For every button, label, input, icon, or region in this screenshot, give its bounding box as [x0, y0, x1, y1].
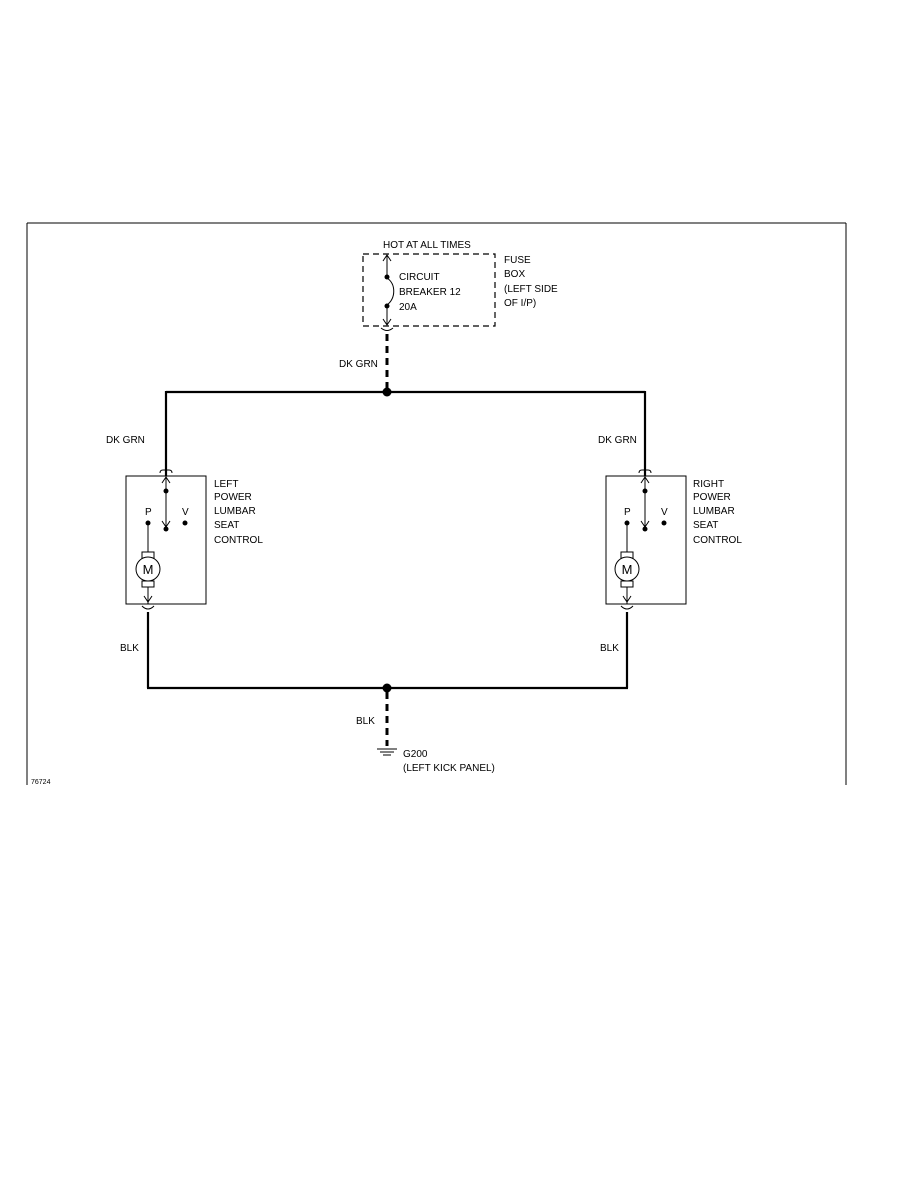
breaker-label-line-3: 20A: [399, 302, 417, 313]
right-motor-label: M: [622, 562, 633, 577]
right-switch-v-label: V: [661, 507, 668, 518]
left-motor-icon: M: [135, 551, 161, 588]
right-lumbar-control: M: [605, 469, 687, 610]
figure-id: 76724: [31, 779, 51, 786]
feed-wire: [380, 327, 394, 391]
diagram-frame: [26, 222, 847, 785]
ground-bus-wire: [146, 612, 629, 746]
left-switch-v-label: V: [182, 507, 189, 518]
fuse-box-label-line-1: FUSE: [504, 255, 531, 266]
left-motor-label: M: [143, 562, 154, 577]
supply-label: HOT AT ALL TIMES: [383, 240, 471, 251]
right-feed-wire-color: DK GRN: [598, 435, 637, 446]
top-splice: [382, 387, 392, 397]
left-control-label-line-5: CONTROL: [214, 535, 263, 546]
ground-name: G200: [403, 749, 428, 760]
left-lumbar-control: M: [125, 469, 207, 610]
right-ground-wire-color: BLK: [600, 643, 619, 654]
breaker-label-line-1: CIRCUIT: [399, 272, 440, 283]
right-control-label-line-5: CONTROL: [693, 535, 742, 546]
ground-wire-color: BLK: [356, 716, 375, 727]
top-bus-wire: [164, 387, 647, 470]
left-feed-wire-color: DK GRN: [106, 435, 145, 446]
fuse-box: CIRCUIT BREAKER 12 20A: [362, 253, 496, 327]
left-control-label-line-3: LUMBAR: [214, 506, 256, 517]
right-control-label-line-2: POWER: [693, 492, 731, 503]
right-switch-p-label: P: [624, 507, 631, 518]
left-ground-wire-color: BLK: [120, 643, 139, 654]
ground-location: (LEFT KICK PANEL): [403, 763, 495, 774]
ground-icon: [377, 748, 397, 756]
circuit-breaker-symbol: [382, 274, 395, 326]
right-control-label-line-3: LUMBAR: [693, 506, 735, 517]
feed-wire-color: DK GRN: [339, 359, 378, 370]
ground-splice: [382, 683, 392, 693]
fuse-box-label-line-4: OF I/P): [504, 298, 536, 309]
right-control-label-line-1: RIGHT: [693, 479, 724, 490]
right-control-label-line-4: SEAT: [693, 520, 718, 531]
fuse-box-outline: [362, 253, 496, 327]
left-switch-p-label: P: [145, 507, 152, 518]
fuse-box-label-line-2: BOX: [504, 269, 525, 280]
left-control-label-line-2: POWER: [214, 492, 252, 503]
left-control-label-line-1: LEFT: [214, 479, 238, 490]
left-control-label-line-4: SEAT: [214, 520, 239, 531]
breaker-label-line-2: BREAKER 12: [399, 287, 461, 298]
right-motor-icon: M: [614, 551, 640, 588]
fuse-box-label-line-3: (LEFT SIDE: [504, 284, 558, 295]
right-control-box: [605, 475, 687, 605]
